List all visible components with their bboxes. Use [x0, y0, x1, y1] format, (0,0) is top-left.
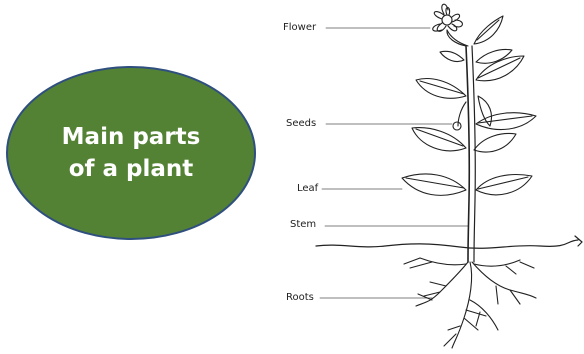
seed-pods	[453, 96, 492, 130]
leader-lines	[320, 28, 468, 298]
stem	[466, 46, 469, 262]
roots	[404, 258, 536, 348]
flower	[433, 4, 468, 46]
ground-line	[316, 236, 582, 248]
stem-inner	[472, 46, 475, 262]
